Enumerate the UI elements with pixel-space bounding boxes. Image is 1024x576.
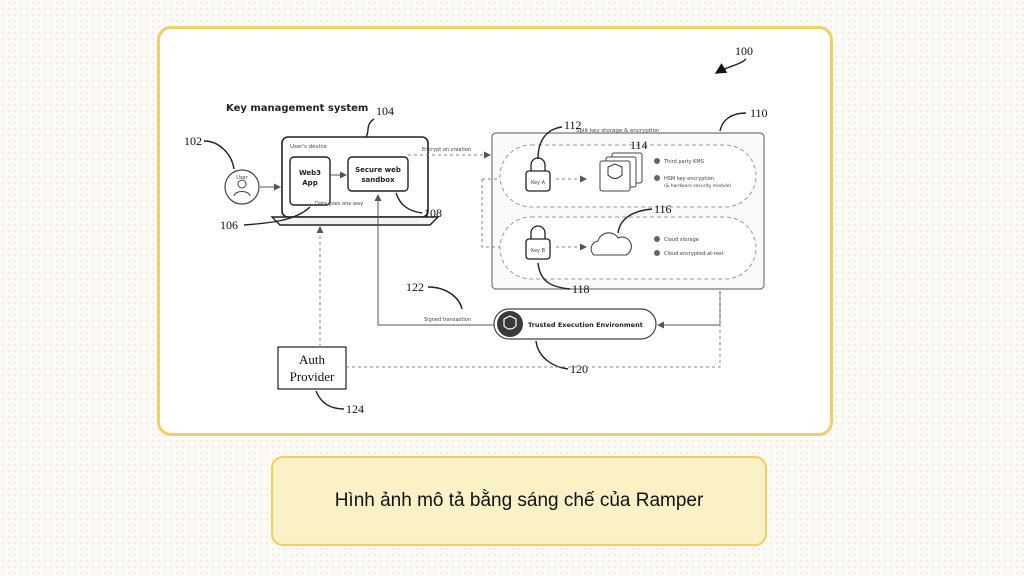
check-icon — [654, 250, 660, 256]
kms-list: Third party KMS HSM key encryption (& ha… — [654, 158, 732, 189]
svg-text:Cloud encrypted-at-rest: Cloud encrypted-at-rest — [664, 251, 724, 257]
check-icon — [654, 236, 660, 242]
tee-pill: Trusted Execution Environment — [493, 308, 657, 340]
ref-124-leader — [315, 390, 345, 410]
ref-114: 114 — [630, 138, 648, 152]
shield-icon — [497, 311, 523, 337]
cloud-icon — [590, 232, 632, 256]
encrypt-note: Encrypt on creation — [422, 147, 471, 153]
diagram-title: Key management system — [226, 103, 368, 114]
storage-to-tee-arrow — [657, 291, 721, 329]
tee-to-sandbox-arrow — [374, 194, 494, 326]
svg-text:Provider: Provider — [290, 369, 335, 384]
hsm-stack-icon — [599, 152, 643, 192]
svg-text:Web3: Web3 — [299, 169, 321, 177]
data-flow-note: Data goes one way — [315, 201, 363, 207]
ref-120-leader — [535, 340, 569, 370]
svg-text:Cloud storage: Cloud storage — [664, 237, 699, 243]
ref-106-leader — [243, 206, 311, 226]
user-icon — [224, 169, 260, 205]
caption-box: Hình ảnh mô tả bằng sáng chế của Ramper — [271, 456, 767, 546]
ref-100: 100 — [735, 44, 753, 58]
svg-text:Secure web: Secure web — [355, 166, 401, 174]
key-a-lock-icon — [525, 157, 551, 192]
cloud-list: Cloud storage Cloud encrypted-at-rest — [654, 236, 724, 257]
svg-text:Auth: Auth — [299, 352, 326, 367]
svg-text:sandbox: sandbox — [361, 176, 395, 184]
ref-116-leader — [617, 208, 653, 234]
auth-provider-box: Auth Provider — [277, 346, 347, 390]
ref-104: 104 — [376, 104, 394, 118]
ref-102-leader — [203, 140, 235, 170]
key-b-lock-icon — [525, 225, 551, 260]
caption-text: Hình ảnh mô tả bằng sáng chế của Ramper — [334, 490, 704, 511]
ref-124: 124 — [346, 402, 364, 416]
ref-102: 102 — [184, 134, 202, 148]
svg-text:(& hardware security module): (& hardware security module) — [664, 183, 732, 189]
svg-text:Third party KMS: Third party KMS — [663, 159, 704, 165]
patent-diagram: 100 Key management system User's device … — [184, 44, 768, 416]
svg-text:Split key storage & encryption: Split key storage & encryption — [576, 128, 660, 134]
check-icon — [654, 175, 660, 181]
ref-108: 108 — [424, 206, 442, 220]
signed-tx-label: Signed transaction — [424, 317, 471, 323]
ref-104-leader — [365, 118, 375, 138]
patent-figure-frame: 100 Key management system User's device … — [157, 26, 833, 436]
ref-122-leader — [427, 286, 463, 310]
auth-to-storage-connector — [346, 291, 721, 368]
tee-label: Trusted Execution Environment — [528, 321, 643, 329]
ref-112-leader — [537, 126, 563, 160]
ref-120: 120 — [570, 362, 588, 376]
key-a-label: Key A — [531, 180, 546, 186]
ref-106: 106 — [220, 218, 238, 232]
secure-sandbox-box: Secure web sandbox — [347, 156, 409, 192]
ref-118: 118 — [572, 282, 590, 296]
ref-108-leader — [395, 192, 423, 214]
svg-text:HSM key encryption: HSM key encryption — [664, 176, 714, 182]
ref-100-arrow — [714, 58, 747, 74]
ref-110: 110 — [750, 106, 768, 120]
user-label: User — [236, 175, 248, 181]
ref-110-leader — [719, 112, 747, 132]
key-b-label: Key B — [531, 248, 546, 254]
ref-116: 116 — [654, 202, 672, 216]
ref-112: 112 — [564, 118, 582, 132]
svg-text:App: App — [302, 179, 317, 187]
ref-118-leader — [537, 262, 571, 290]
ref-122: 122 — [406, 280, 424, 294]
device-label: User's device — [290, 144, 327, 150]
web3-app-box: Web3 App — [289, 156, 331, 206]
device-to-cloud-connector — [481, 179, 500, 248]
check-icon — [654, 158, 660, 164]
